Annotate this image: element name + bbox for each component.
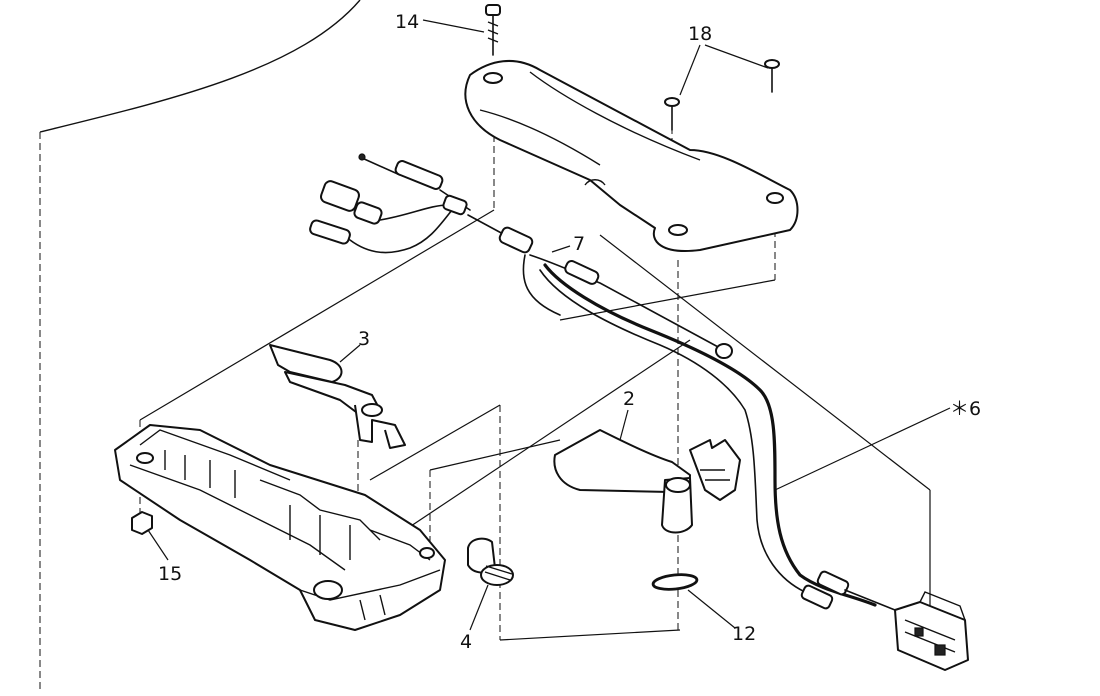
label-12: 12 [732,623,756,645]
cord-7 [467,214,733,359]
trigger-2 [553,429,741,534]
label-18: 18 [688,23,712,45]
label-4: 4 [460,631,472,653]
label-14: 14 [395,11,419,33]
label-6: ＊6 [950,398,981,420]
label-3: 3 [358,328,370,350]
label-7: 7 [573,233,585,255]
part-labels: 14 18 7 3 2 ＊6 15 4 12 [158,11,981,653]
top-grip-handle [464,59,799,252]
screw-14 [485,4,501,56]
label-leaders [147,19,951,631]
background-arc [39,0,361,133]
lever-3 [269,344,406,449]
nut-15 [131,511,153,535]
label-2: 2 [623,388,635,410]
screws-18 [664,59,780,131]
assembly-guide-lines [39,105,931,690]
connector-block [894,591,969,671]
housing-base [114,424,446,631]
knob-4 [467,537,514,586]
label-15: 15 [158,563,182,585]
main-cord-6 [539,263,896,611]
upper-cord-assembly [309,153,471,254]
ring-12 [651,573,699,591]
